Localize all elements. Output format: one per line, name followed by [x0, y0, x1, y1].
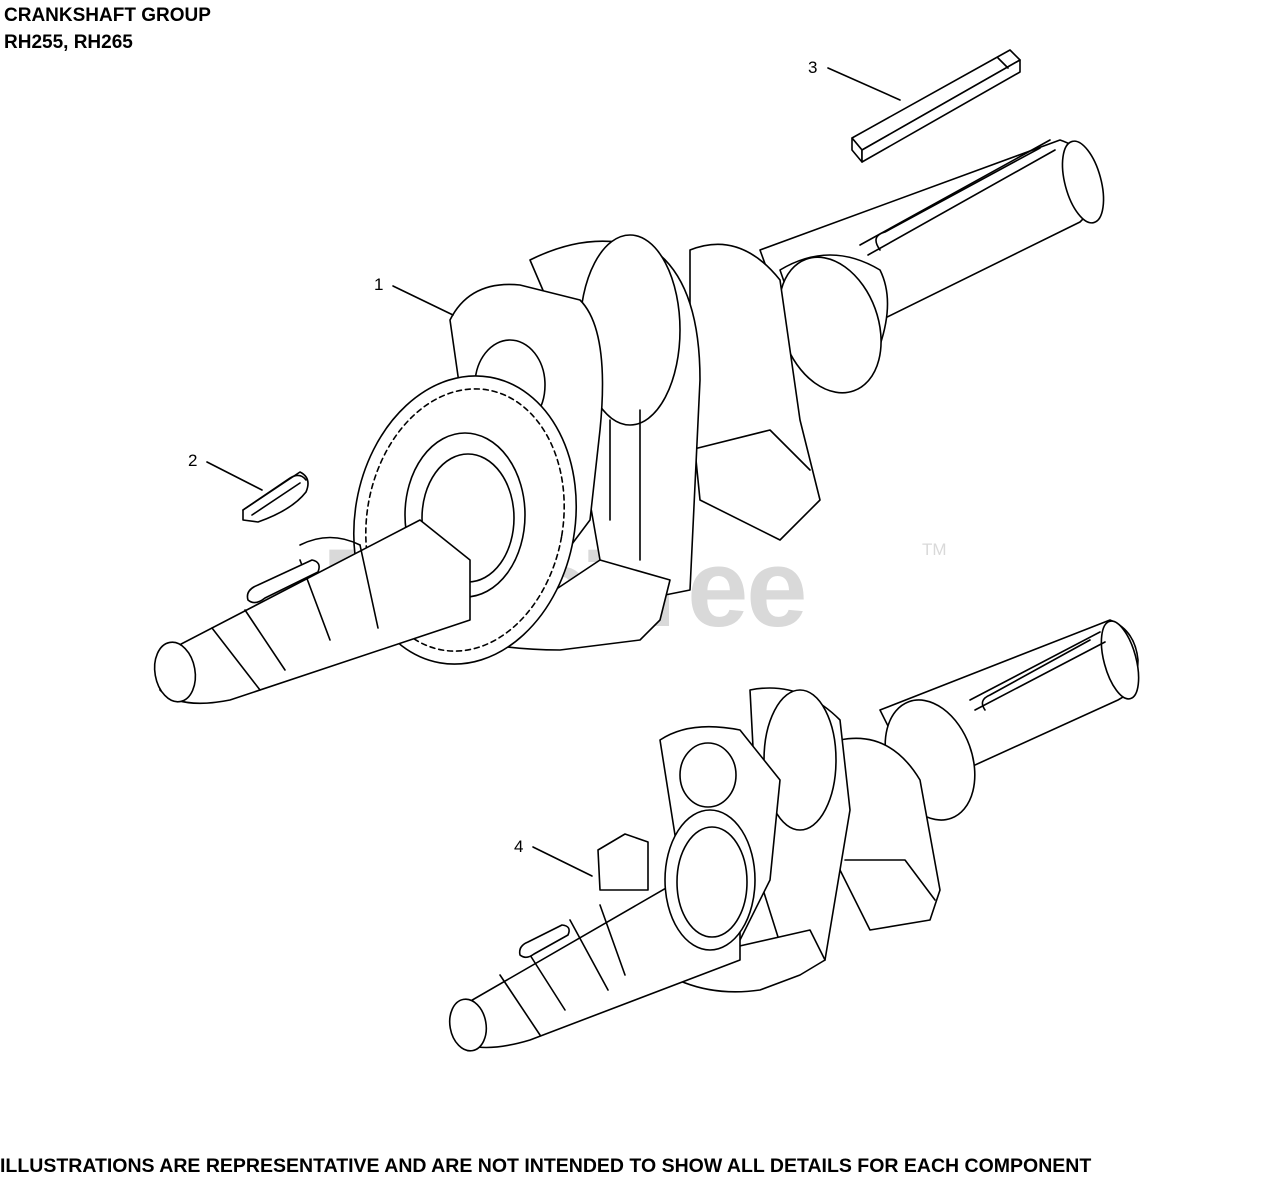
callout-2: 2 [188, 451, 263, 491]
callout-1: 1 [374, 275, 454, 316]
diagram-title: CRANKSHAFT GROUP [4, 5, 211, 26]
svg-text:1: 1 [374, 275, 383, 294]
disclaimer-footer: ILLUSTRATIONS ARE REPRESENTATIVE AND ARE… [0, 1155, 1092, 1177]
part-1-crankshaft-with-gear[interactable] [150, 137, 1111, 705]
model-numbers: RH255, RH265 [4, 32, 133, 53]
part-2-woodruff-key[interactable] [242, 471, 309, 523]
svg-text:2: 2 [188, 451, 197, 470]
callout-4: 4 [514, 837, 593, 877]
part-4-crankshaft[interactable] [446, 617, 1146, 1054]
svg-text:3: 3 [808, 58, 817, 77]
svg-text:4: 4 [514, 837, 523, 856]
watermark-trademark: TM [922, 540, 947, 559]
part-3-square-key[interactable] [851, 49, 1021, 163]
callout-3: 3 [808, 58, 901, 101]
diagram-title-block: CRANKSHAFT GROUP RH255, RH265 [4, 2, 211, 56]
